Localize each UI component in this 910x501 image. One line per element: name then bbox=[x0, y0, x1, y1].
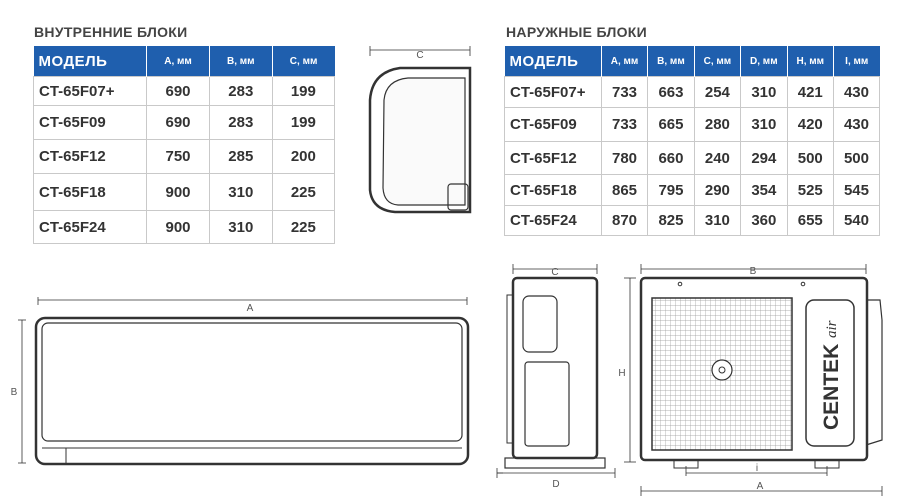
brand-text: CENTEK bbox=[820, 344, 843, 430]
table-header-row: МОДЕЛЬ A, мм B, мм C, мм D, мм H, мм I, … bbox=[504, 46, 880, 77]
column-header-h: H, мм bbox=[787, 46, 834, 77]
cell-b: 310 bbox=[208, 173, 273, 211]
column-header-a: A, мм bbox=[601, 46, 649, 77]
cell-a: 750 bbox=[146, 139, 210, 174]
cell-model: CT-65F12 bbox=[32, 139, 148, 174]
table-header-row: МОДЕЛЬ А, мм В, мм С, мм bbox=[33, 46, 335, 77]
label-outdoor-d: D bbox=[552, 479, 559, 490]
cell-a: 870 bbox=[600, 205, 649, 236]
cell-b: 795 bbox=[647, 174, 695, 206]
cell-a: 900 bbox=[146, 173, 210, 211]
cell-model: CT-65F18 bbox=[32, 173, 148, 211]
cell-model: CT-65F09 bbox=[32, 105, 148, 140]
cell-a: 733 bbox=[600, 107, 649, 142]
cell-a: 690 bbox=[146, 76, 210, 106]
cell-d: 310 bbox=[740, 76, 788, 108]
cell-d: 360 bbox=[740, 205, 788, 236]
cell-b: 285 bbox=[208, 139, 273, 174]
cell-c: 254 bbox=[693, 76, 742, 108]
cell-h: 655 bbox=[786, 205, 834, 236]
outdoor-dimensions-table: МОДЕЛЬ A, мм B, мм C, мм D, мм H, мм I, … bbox=[504, 46, 881, 236]
cell-model: CT-65F07+ bbox=[504, 76, 602, 108]
cell-a: 690 bbox=[146, 105, 210, 140]
cell-i: 430 bbox=[832, 107, 881, 142]
cell-i: 430 bbox=[832, 76, 881, 108]
label-outdoor-h: H bbox=[618, 368, 625, 379]
cell-c: 225 bbox=[271, 210, 336, 244]
label-outdoor-i: i bbox=[756, 463, 758, 474]
column-header-model: МОДЕЛЬ bbox=[504, 46, 602, 77]
cell-b: 825 bbox=[647, 205, 695, 236]
column-header-b: B, мм bbox=[647, 46, 695, 77]
cell-b: 665 bbox=[647, 107, 695, 142]
column-header-b: В, мм bbox=[209, 46, 273, 77]
cell-model: CT-65F24 bbox=[32, 210, 148, 244]
indoor-front-view bbox=[18, 297, 470, 466]
column-header-model: МОДЕЛЬ bbox=[33, 46, 148, 77]
cell-c: 200 bbox=[271, 139, 336, 174]
brand-suffix-text: air bbox=[824, 320, 840, 338]
cell-model: CT-65F07+ bbox=[32, 76, 148, 106]
column-header-i: I, мм bbox=[833, 46, 880, 77]
column-header-a: А, мм bbox=[146, 46, 210, 77]
cell-c: 310 bbox=[693, 205, 742, 236]
indoor-side-view bbox=[368, 46, 472, 214]
cell-a: 900 bbox=[146, 210, 210, 244]
cell-a: 780 bbox=[600, 141, 649, 175]
cell-h: 525 bbox=[786, 174, 834, 206]
outdoor-front-view bbox=[624, 264, 883, 496]
column-header-c: С, мм bbox=[272, 46, 335, 77]
centek-air-logo: CENTEK air bbox=[820, 320, 843, 430]
cell-b: 310 bbox=[208, 210, 273, 244]
column-header-d: D, мм bbox=[740, 46, 788, 77]
cell-d: 294 bbox=[740, 141, 788, 175]
indoor-section-title: ВНУТРЕННИЕ БЛОКИ bbox=[34, 24, 188, 40]
label-outdoor-b: B bbox=[750, 266, 757, 277]
column-header-c: C, мм bbox=[694, 46, 742, 77]
cell-b: 283 bbox=[208, 105, 273, 140]
label-indoor-b: B bbox=[11, 387, 18, 398]
cell-i: 540 bbox=[832, 205, 881, 236]
cell-h: 420 bbox=[786, 107, 834, 142]
cell-c: 199 bbox=[271, 105, 336, 140]
label-indoor-a: A bbox=[247, 303, 254, 314]
label-outdoor-c: C bbox=[551, 267, 558, 278]
outdoor-section-title: НАРУЖНЫЕ БЛОКИ bbox=[506, 24, 648, 40]
outdoor-side-view bbox=[496, 264, 616, 478]
cell-d: 310 bbox=[740, 107, 788, 142]
label-indoor-c: C bbox=[416, 50, 423, 61]
cell-i: 545 bbox=[832, 174, 881, 206]
label-outdoor-a: A bbox=[757, 481, 764, 492]
cell-model: CT-65F09 bbox=[504, 107, 602, 142]
cell-b: 660 bbox=[647, 141, 695, 175]
